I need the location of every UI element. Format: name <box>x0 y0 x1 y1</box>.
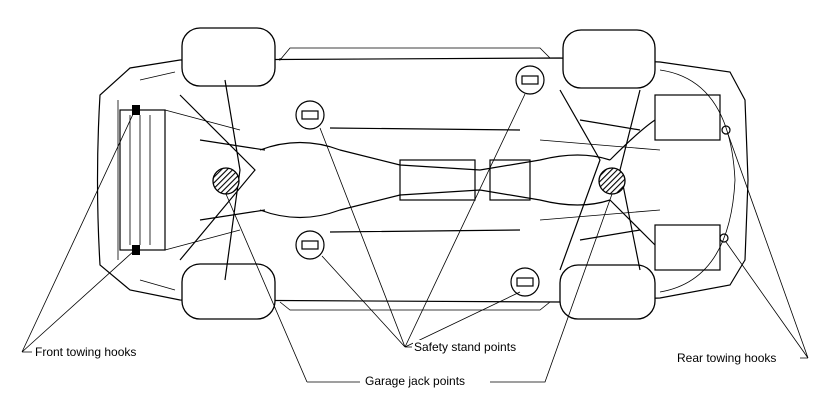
front-garage-jack-point <box>212 167 240 195</box>
front-right-tire <box>181 263 276 320</box>
rear-garage-jack-point <box>598 167 626 195</box>
safety-stand-point-rear-right <box>510 267 540 297</box>
safety-stand-point-rear-left <box>515 65 545 95</box>
front-towing-hook-right <box>132 245 140 255</box>
safety-stand-points-label: Safety stand points <box>413 340 518 354</box>
rear-towing-hook-left <box>721 125 731 135</box>
rear-right-tire <box>559 264 656 320</box>
safety-stand-point-front-right <box>295 230 325 260</box>
exhaust-system <box>259 94 721 271</box>
front-left-tire <box>181 27 276 87</box>
front-suspension <box>119 79 266 281</box>
garage-jack-points-label: Garage jack points <box>364 374 467 388</box>
safety-stand-point-front-left <box>295 100 325 130</box>
rear-towing-hook-right <box>719 233 729 243</box>
leader-lines <box>21 93 809 383</box>
front-towing-hook-left <box>132 105 140 115</box>
rear-left-tire <box>562 29 656 89</box>
rear-towing-hooks-label: Rear towing hooks <box>676 351 778 365</box>
front-towing-hooks-label: Front towing hooks <box>34 345 138 359</box>
car-body-outline <box>96 47 749 311</box>
